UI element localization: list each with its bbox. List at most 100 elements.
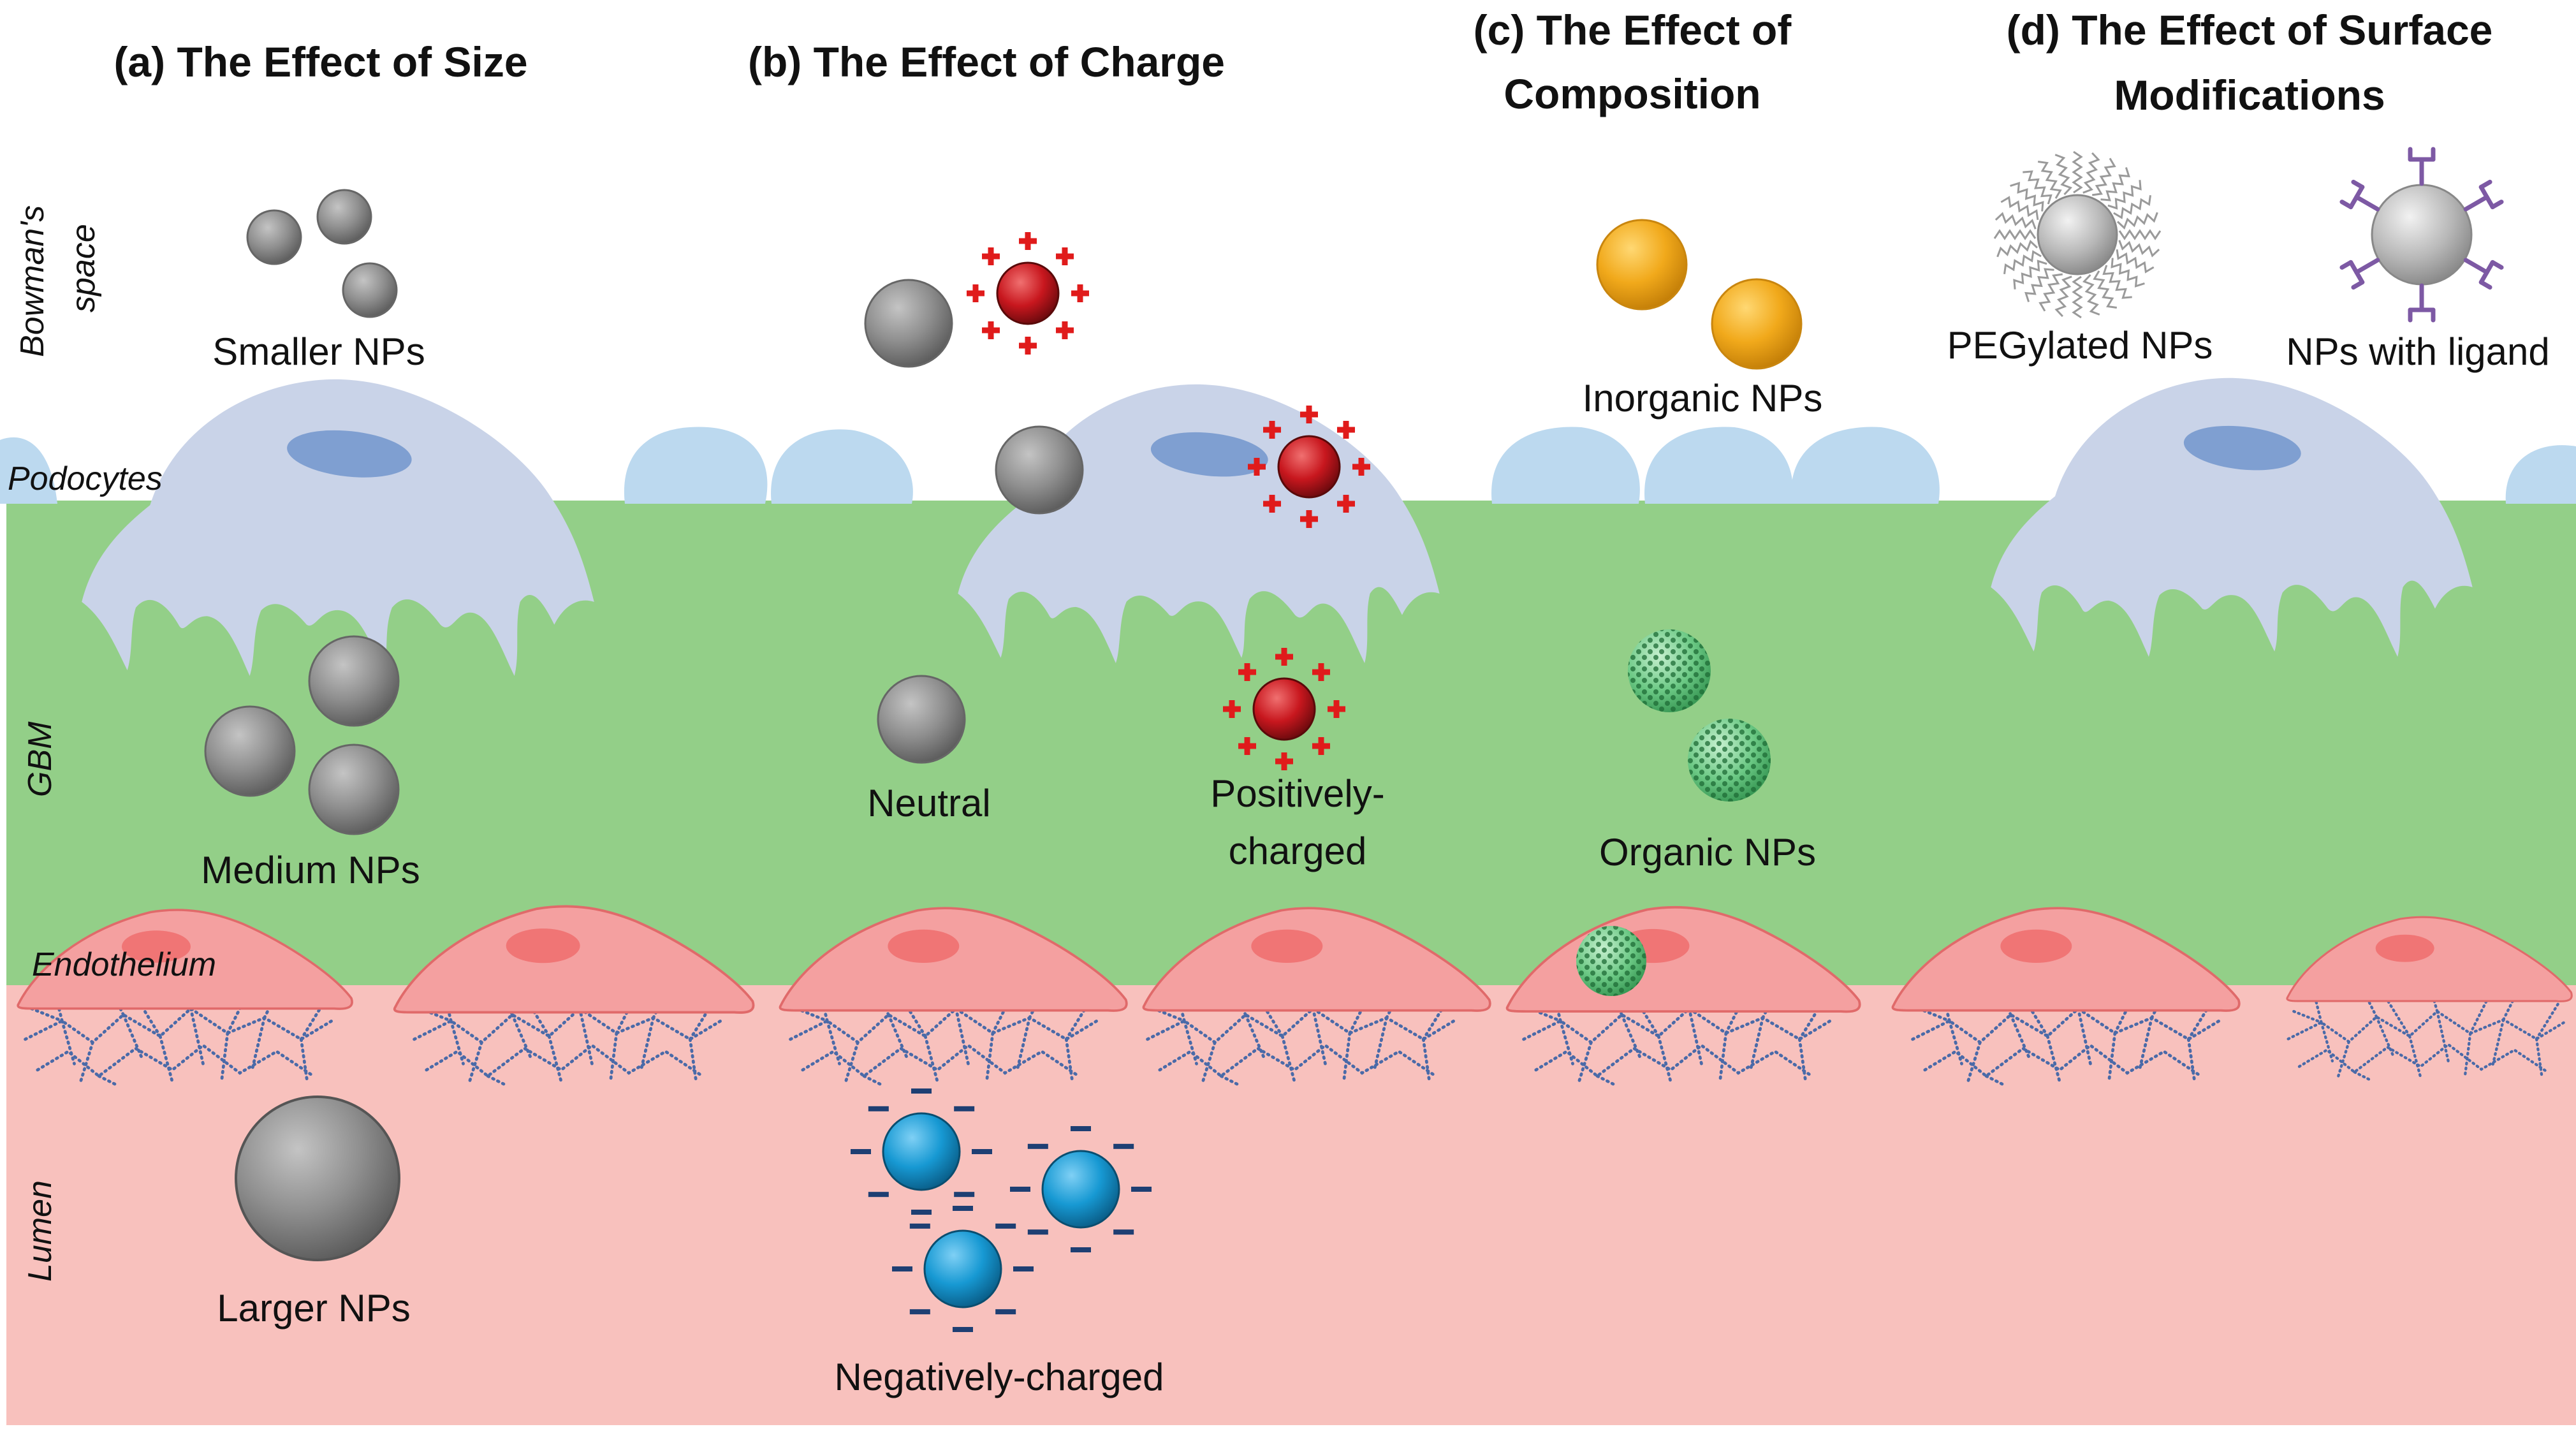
minus-sign-icon (909, 1223, 930, 1229)
minus-sign-icon (1013, 1266, 1034, 1271)
peg-chain (2072, 150, 2083, 194)
organic-np (1628, 629, 1711, 712)
podocytes-label: Podocytes (8, 460, 163, 497)
minus-sign-icon (1131, 1187, 1152, 1192)
peg-chain (2013, 260, 2047, 289)
smaller-nps-label: Smaller NPs (212, 330, 425, 373)
lumen-label: Lumen (22, 1180, 59, 1282)
peg-chain (2023, 170, 2053, 205)
panel-d-title-line1: (d) The Effect of Surface (2007, 6, 2493, 54)
peg-chain (2082, 152, 2100, 194)
panel-c-nanoparticles (1576, 219, 1803, 996)
minus-sign-icon (851, 1149, 871, 1154)
minus-sign-icon (995, 1223, 1016, 1229)
panel-c-title-line1: (c) The Effect of (1474, 6, 1792, 54)
minus-sign-icon (911, 1210, 932, 1215)
plus-sign-icon (1336, 494, 1355, 513)
minus-signs (851, 1088, 1152, 1332)
minus-sign-icon (954, 1106, 975, 1111)
panel-a-nanoparticles (204, 189, 400, 1261)
organic-np (1576, 926, 1646, 996)
minus-sign-icon (892, 1266, 912, 1271)
minus-sign-icon (1010, 1187, 1030, 1192)
plus-signs (967, 232, 1370, 770)
panel-a-title: (a) The Effect of Size (113, 38, 527, 85)
plus-sign-icon (1275, 648, 1293, 666)
large-np (235, 1095, 400, 1261)
peg-chain (2093, 270, 2118, 309)
positive-np (1277, 435, 1341, 499)
panel-c-title-line2: Composition (1504, 70, 1760, 117)
ligand-icon (2463, 258, 2504, 290)
minus-sign-icon (1027, 1143, 1048, 1149)
positive-np (1252, 677, 1316, 741)
negative-np (1041, 1150, 1120, 1229)
neutral-np (995, 425, 1084, 515)
inorganic-nps-label: Inorganic NPs (1583, 377, 1823, 420)
plus-sign-icon (1019, 337, 1037, 355)
minus-sign-icon (911, 1088, 932, 1094)
plus-sign-icon (1300, 510, 1318, 528)
neutral-label: Neutral (867, 782, 990, 824)
peg-chain (2037, 161, 2062, 199)
ligand-np (2339, 147, 2504, 323)
plus-sign-icon (1055, 247, 1074, 266)
peg-chain (2100, 167, 2130, 201)
endothelium-label: Endothelium (32, 946, 216, 983)
minus-sign-icon (953, 1206, 973, 1211)
peg-chain (2024, 268, 2054, 302)
minus-sign-icon (1113, 1229, 1134, 1235)
peg-chain (2091, 158, 2116, 196)
plus-sign-icon (1300, 406, 1318, 423)
lumen-region (6, 985, 2576, 1425)
ligand-nps-label: NPs with ligand (2286, 330, 2550, 373)
minus-sign-icon (1113, 1143, 1134, 1149)
panel-b-nanoparticles (851, 232, 1370, 1332)
positive-np (996, 261, 1060, 325)
small-np (246, 209, 302, 265)
plus-sign-icon (1263, 421, 1282, 439)
ligand-icon (2408, 283, 2436, 323)
peg-chain (2000, 196, 2039, 221)
peg-chain (2038, 273, 2063, 312)
podocyte-foot-lobes (0, 427, 2576, 504)
peg-chain (2054, 275, 2072, 318)
minus-sign-icon (909, 1309, 930, 1315)
plus-sign-icon (1336, 421, 1355, 439)
peg-chain (2107, 180, 2142, 210)
positive-label-line1: Positively- (1210, 772, 1384, 815)
panel-d-nanoparticles (1993, 147, 2504, 323)
plus-sign-icon (1223, 700, 1241, 718)
minus-sign-icon (1027, 1229, 1048, 1235)
organic-np (1688, 719, 1771, 802)
positive-label-line2: charged (1229, 830, 1367, 872)
pegylated-np (1993, 150, 2162, 319)
minus-sign-icon (995, 1309, 1016, 1315)
peg-chain (1994, 212, 2037, 230)
negative-label: Negatively-charged (835, 1356, 1164, 1398)
plus-sign-icon (982, 321, 1000, 339)
bowmans-space-label-line1: Bowman's (14, 205, 51, 357)
larger-nps-label: Larger NPs (217, 1287, 410, 1330)
panel-b-title: (b) The Effect of Charge (748, 38, 1225, 85)
peg-chain (2102, 265, 2132, 299)
plus-sign-icon (1263, 494, 1282, 513)
plus-sign-icon (1352, 458, 1370, 476)
negative-np (923, 1229, 1002, 1308)
neutral-np (877, 675, 966, 764)
neutral-np (864, 279, 953, 368)
minus-sign-icon (953, 1327, 973, 1332)
peg-chain (1996, 239, 2038, 258)
minus-sign-icon (1071, 1247, 1091, 1252)
peg-chain (1993, 229, 2037, 240)
plus-sign-icon (1312, 663, 1330, 682)
plus-sign-icon (1071, 284, 1089, 302)
peg-chain (2116, 212, 2158, 230)
panel-d-title-line2: Modifications (2114, 71, 2385, 119)
minus-sign-icon (868, 1192, 889, 1198)
small-np (316, 189, 372, 245)
minus-sign-icon (1071, 1126, 1091, 1131)
minus-sign-icon (972, 1149, 992, 1154)
peg-chain (2116, 249, 2155, 274)
